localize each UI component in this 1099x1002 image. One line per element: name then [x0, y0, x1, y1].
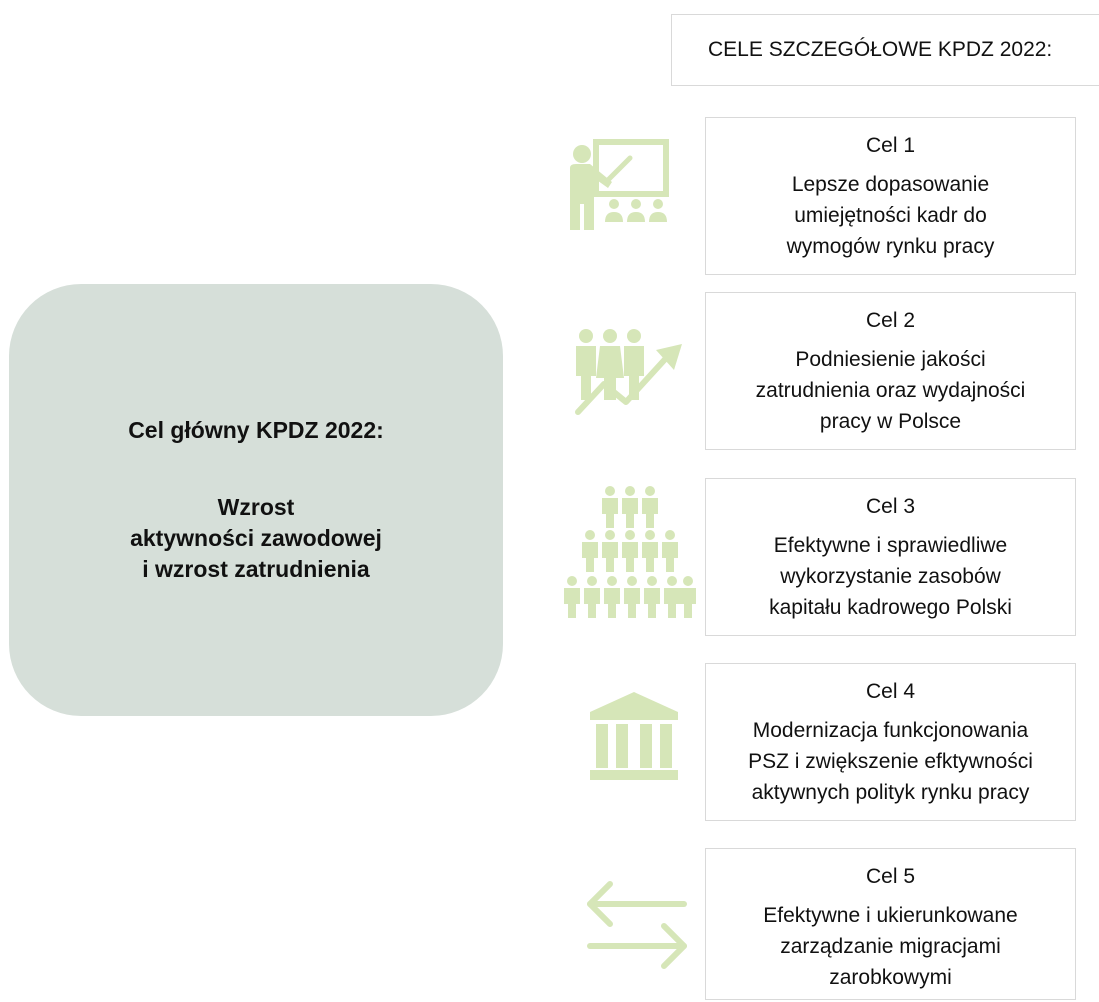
section-header: CELE SZCZEGÓŁOWE KPDZ 2022:	[671, 14, 1099, 86]
main-goal-title: Cel główny KPDZ 2022:	[128, 417, 384, 443]
goal-description: Lepsze dopasowanie umiejętności kadr do …	[786, 173, 995, 258]
goal-description: Efektywne i ukierunkowane zarządzanie mi…	[763, 904, 1018, 989]
goal-box-1: Cel 1 Lepsze dopasowanie umiejętności ka…	[705, 117, 1076, 275]
goal-box-3: Cel 3 Efektywne i sprawiedliwe wykorzyst…	[705, 478, 1076, 636]
section-header-title: CELE SZCZEGÓŁOWE KPDZ 2022:	[708, 38, 1053, 61]
goal-description: Podniesienie jakości zatrudnienia oraz w…	[755, 348, 1026, 433]
goal-title: Cel 5	[865, 865, 916, 888]
goal-box-4: Cel 4 Modernizacja funkcjonowania PSZ i …	[705, 663, 1076, 821]
goal-title: Cel 1	[865, 134, 916, 157]
bidirectional-arrows-icon	[584, 878, 690, 972]
goal-box-5: Cel 5 Efektywne i ukierunkowane zarządza…	[705, 848, 1076, 1000]
people-pyramid-icon	[562, 486, 698, 620]
public-institution-icon	[588, 690, 680, 782]
goal-title: Cel 2	[865, 309, 916, 332]
people-growth-arrow-icon	[570, 326, 686, 418]
goal-box-2: Cel 2 Podniesienie jakości zatrudnienia …	[705, 292, 1076, 450]
goal-title: Cel 3	[865, 495, 916, 518]
goal-title: Cel 4	[865, 680, 916, 703]
goal-description: Modernizacja funkcjonowania PSZ i zwięks…	[748, 719, 1033, 804]
main-goal-description: Wzrost aktywności zawodowej i wzrost zat…	[130, 494, 382, 582]
goal-description: Efektywne i sprawiedliwe wykorzystanie z…	[769, 534, 1012, 619]
main-goal-box: Cel główny KPDZ 2022: Wzrost aktywności …	[9, 284, 503, 716]
teacher-presentation-icon	[566, 138, 670, 234]
